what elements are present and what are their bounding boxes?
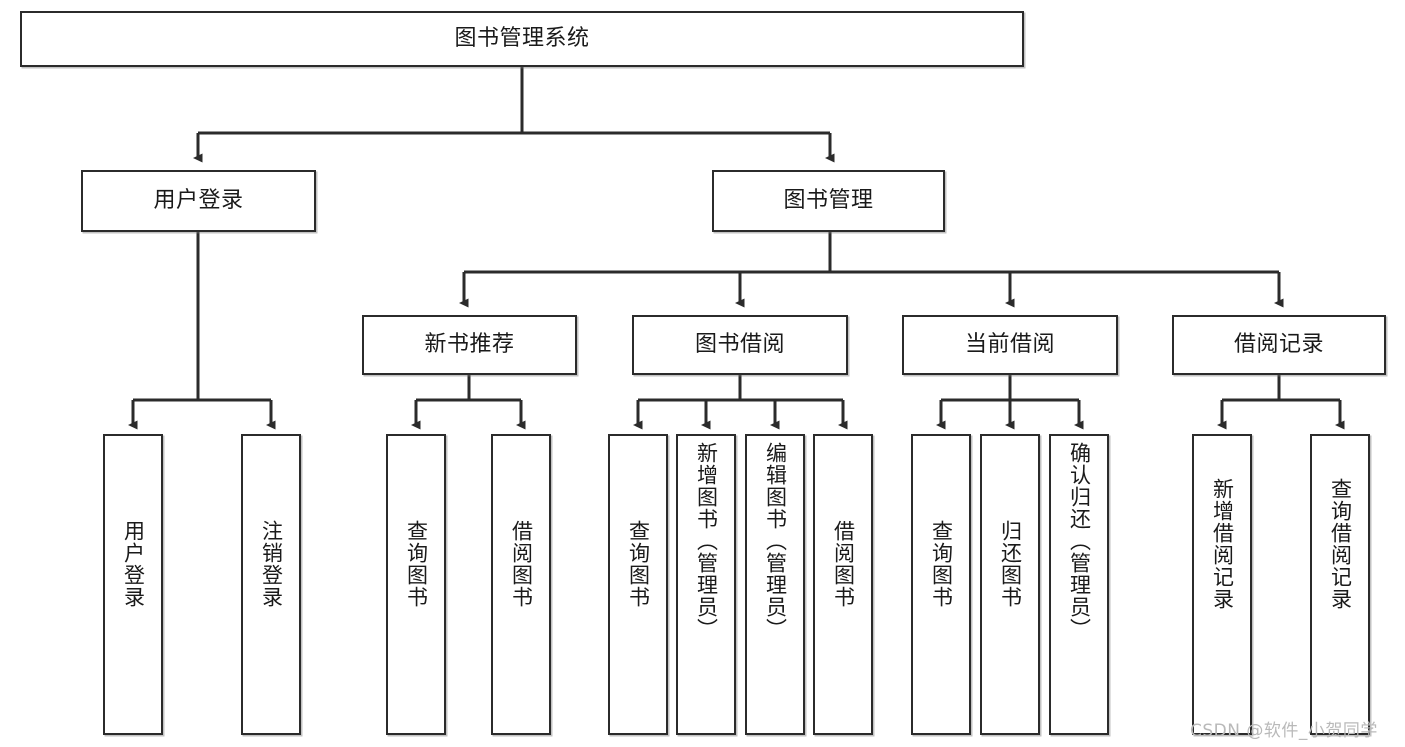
leaf-borrow-book-recommend[interactable]: 借阅图书 xyxy=(491,434,551,735)
leaf-add-book-admin[interactable]: 新增图书（管理员） xyxy=(676,434,736,735)
leaf-edit-book-admin[interactable]: 编辑图书（管理员） xyxy=(745,434,805,735)
node-label: 用户登录 xyxy=(121,520,146,608)
leaf-confirm-return-admin[interactable]: 确认归还（管理员） xyxy=(1049,434,1109,735)
leaf-query-borrow-record[interactable]: 查询借阅记录 xyxy=(1310,434,1370,735)
node-label: 用户登录 xyxy=(153,187,244,213)
leaf-return-book[interactable]: 归还图书 xyxy=(980,434,1040,735)
node-label: 查询图书 xyxy=(929,520,954,608)
node-user-login[interactable]: 用户登录 xyxy=(81,170,316,232)
node-label: 查询图书 xyxy=(626,520,651,608)
node-current-borrow[interactable]: 当前借阅 xyxy=(902,315,1118,375)
node-label: 注销登录 xyxy=(259,520,284,608)
node-label: 编辑图书（管理员） xyxy=(763,442,788,640)
leaf-user-logout[interactable]: 注销登录 xyxy=(241,434,301,735)
node-label: 新增借阅记录 xyxy=(1210,478,1235,610)
node-label: 当前借阅 xyxy=(964,331,1055,357)
node-root-book-management-system[interactable]: 图书管理系统 xyxy=(20,11,1024,67)
node-label: 借阅图书 xyxy=(509,520,534,608)
leaf-borrow-book[interactable]: 借阅图书 xyxy=(813,434,873,735)
node-label: 查询借阅记录 xyxy=(1328,478,1353,610)
node-book-borrow[interactable]: 图书借阅 xyxy=(632,315,848,375)
node-label: 归还图书 xyxy=(998,520,1023,608)
leaf-query-book-recommend[interactable]: 查询图书 xyxy=(386,434,446,735)
node-label: 借阅图书 xyxy=(831,520,856,608)
node-label: 确认归还（管理员） xyxy=(1067,442,1092,640)
leaf-query-book-current[interactable]: 查询图书 xyxy=(911,434,971,735)
node-label: 查询图书 xyxy=(404,520,429,608)
leaf-add-borrow-record[interactable]: 新增借阅记录 xyxy=(1192,434,1252,735)
node-label: 新增图书（管理员） xyxy=(694,442,719,640)
node-label: 借阅记录 xyxy=(1233,331,1324,357)
node-book-management[interactable]: 图书管理 xyxy=(712,170,945,232)
leaf-user-login[interactable]: 用户登录 xyxy=(103,434,163,735)
node-label: 图书借阅 xyxy=(694,331,785,357)
node-label: 图书管理系统 xyxy=(454,25,590,51)
node-label: 图书管理 xyxy=(783,187,874,213)
node-new-book-recommend[interactable]: 新书推荐 xyxy=(362,315,577,375)
node-label: 新书推荐 xyxy=(424,331,515,357)
leaf-query-book-borrow[interactable]: 查询图书 xyxy=(608,434,668,735)
node-borrow-record[interactable]: 借阅记录 xyxy=(1172,315,1386,375)
